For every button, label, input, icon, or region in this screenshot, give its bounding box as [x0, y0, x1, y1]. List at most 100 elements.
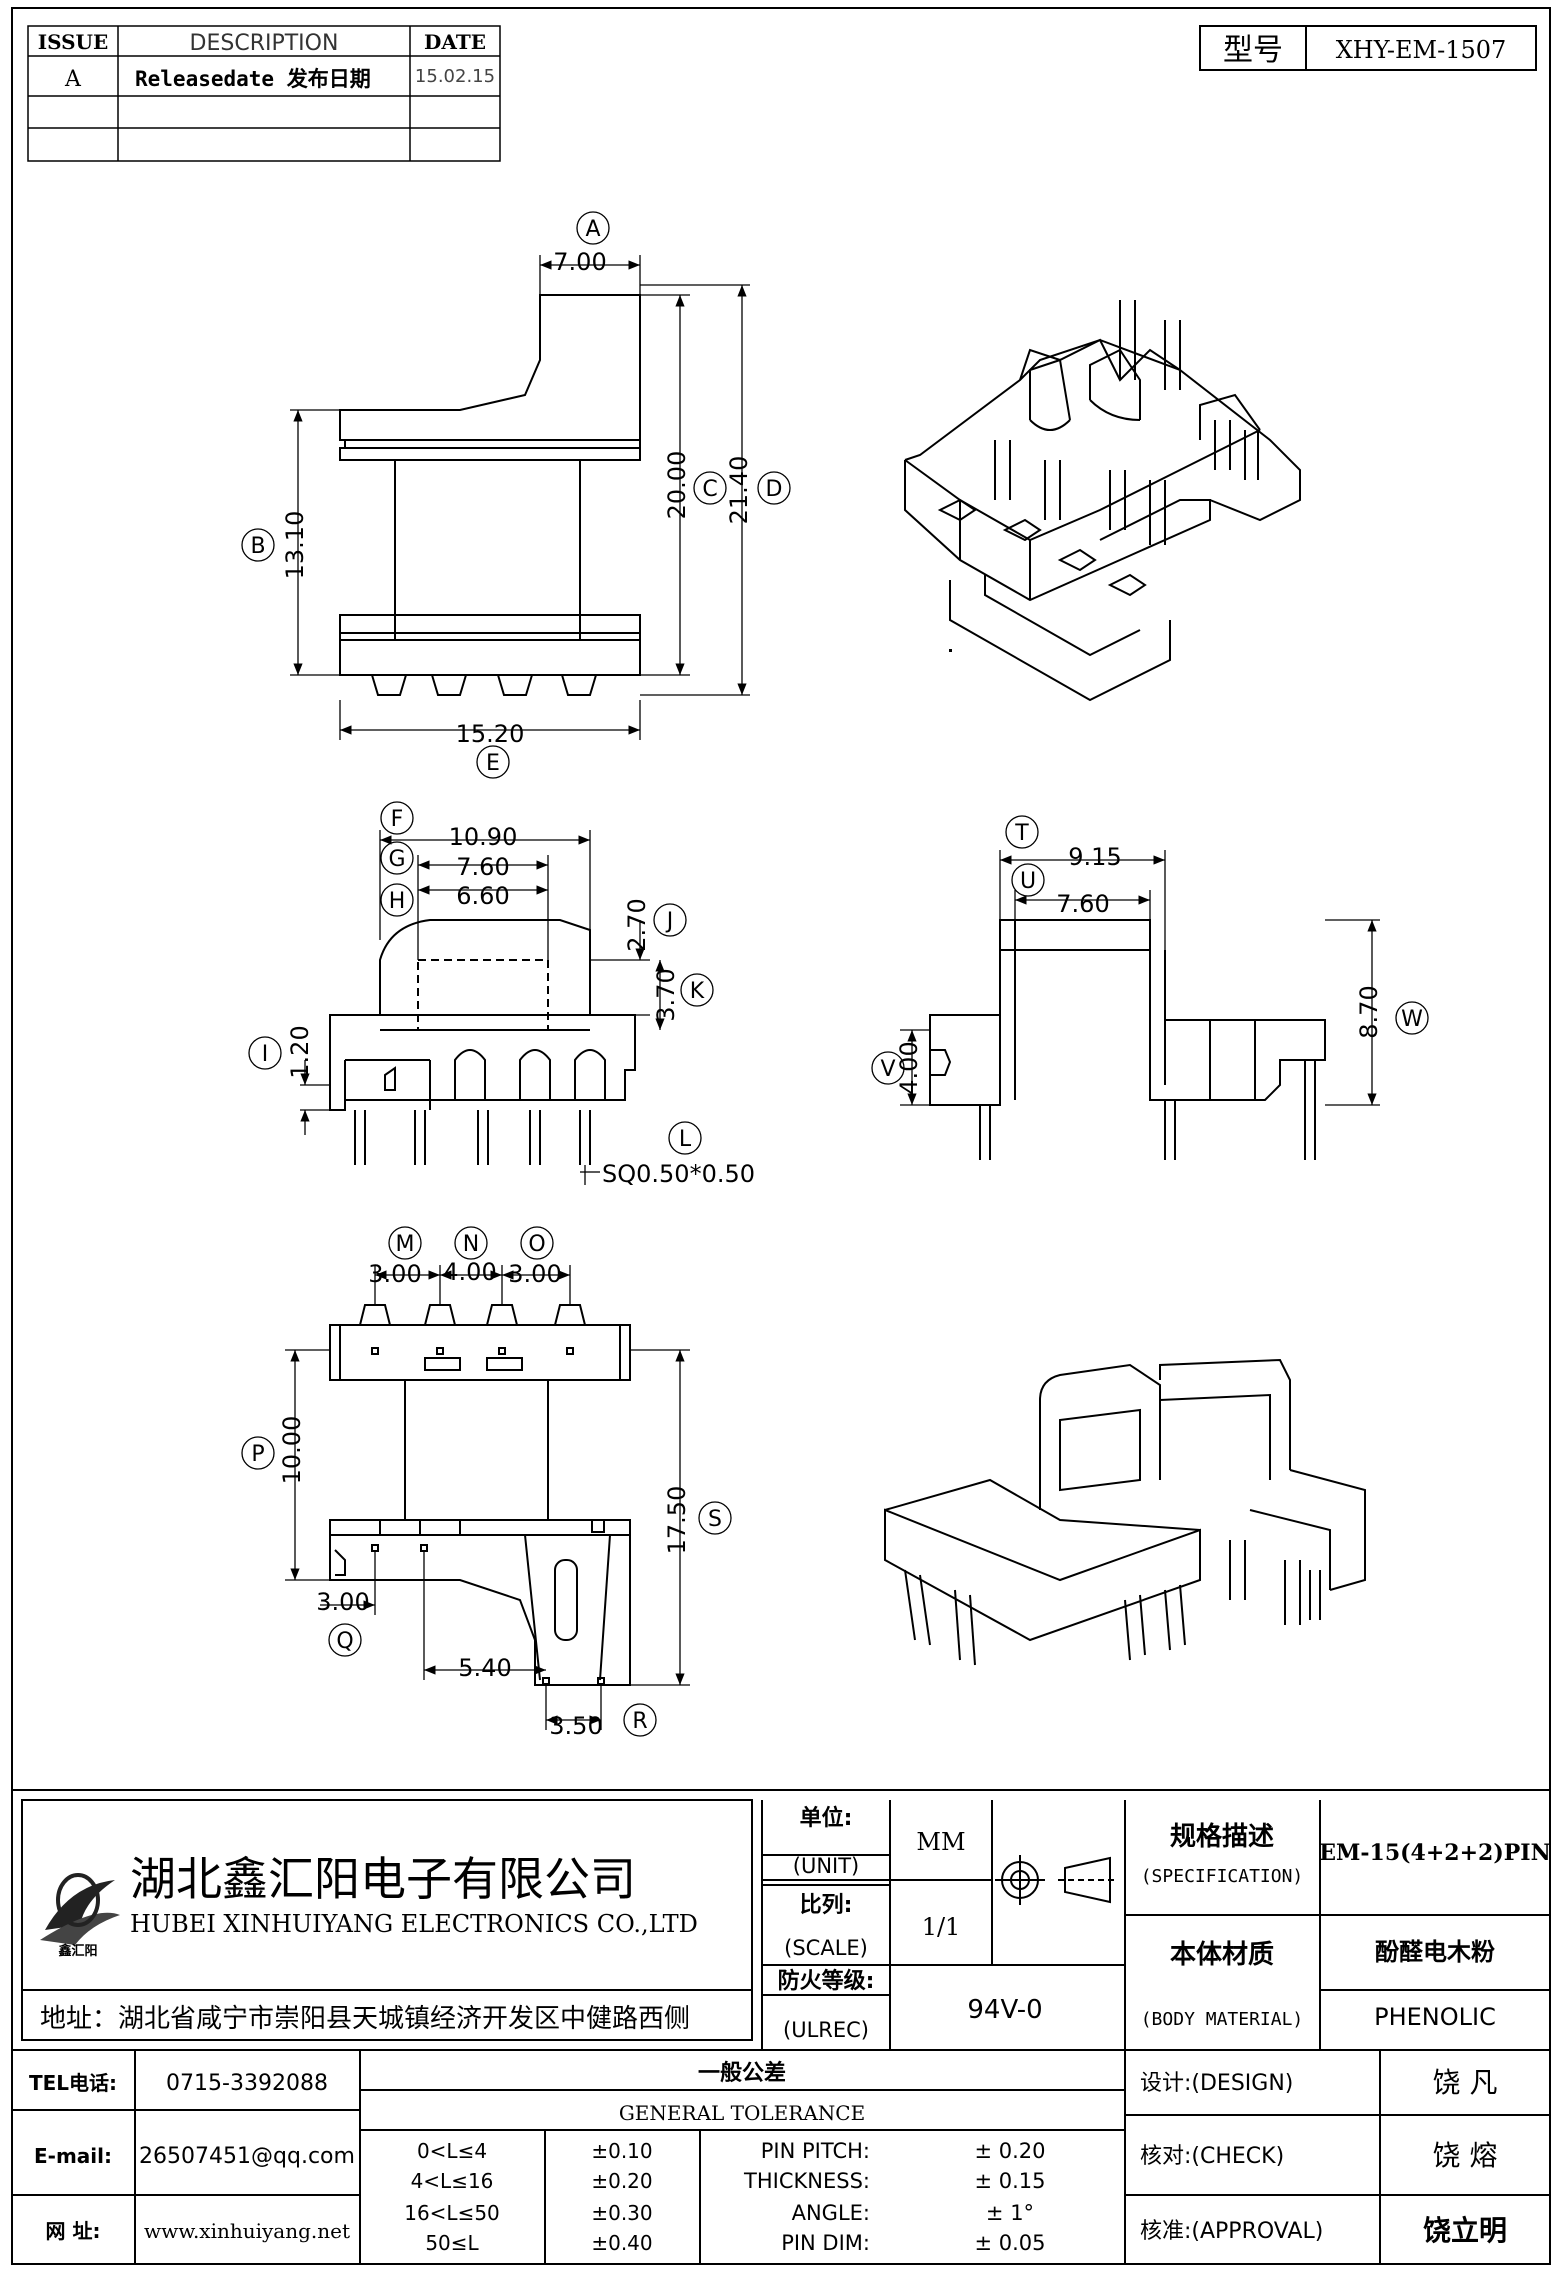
- dim-G: 7.60: [456, 853, 509, 881]
- side-view-dimensions: [248, 801, 714, 1185]
- isometric-view-top: [904, 300, 1301, 702]
- callout-D: D: [766, 477, 783, 502]
- callout-P: P: [251, 1442, 264, 1467]
- callout-N: N: [463, 1232, 479, 1257]
- callout-F: F: [391, 807, 404, 832]
- tolerance-param-name: PIN DIM:: [781, 2231, 870, 2255]
- front-view-dimensions: [241, 211, 791, 779]
- material-label-en: (BODY MATERIAL): [1141, 2009, 1304, 2030]
- callout-G: G: [388, 847, 405, 872]
- tolerance-value: ±0.30: [591, 2201, 652, 2225]
- spec-label: 规格描述: [1170, 1821, 1274, 1852]
- end-view: [929, 919, 1326, 1160]
- rev-row-date: 15.02.15: [415, 66, 495, 87]
- dim-V: 4.00: [895, 1041, 923, 1094]
- tolerance-param-name: PIN PITCH:: [761, 2139, 870, 2163]
- rev-header-date: DATE: [424, 30, 486, 54]
- rev-header-description: DESCRIPTION: [190, 31, 339, 56]
- design-value: 饶 凡: [1433, 2066, 1498, 2099]
- tolerance-title-cn: 一般公差: [698, 2060, 786, 2086]
- dim-O: 3.00: [508, 1260, 561, 1288]
- dim-E: 15.20: [456, 720, 525, 748]
- fire-label-en: (ULREC): [783, 2018, 869, 2042]
- dim-Q: 3.00: [316, 1588, 369, 1616]
- logo-text: 鑫汇阳: [57, 1943, 97, 1959]
- tolerance-value: ±0.40: [591, 2231, 652, 2255]
- tolerance-range: 50≤L: [425, 2231, 479, 2255]
- tolerance-param-value: ± 0.05: [974, 2231, 1045, 2255]
- callout-T: T: [1014, 821, 1029, 846]
- callout-B: B: [250, 534, 265, 559]
- callout-U: U: [1020, 869, 1036, 894]
- scale-value: 1/1: [922, 1913, 961, 1941]
- dim-A: 7.00: [553, 248, 606, 276]
- unit-label: 单位:: [800, 1805, 853, 1831]
- web-label: 网 址:: [46, 2219, 101, 2243]
- email-label: E-mail:: [34, 2144, 112, 2168]
- callout-A: A: [585, 217, 600, 242]
- company-address: 地址：湖北省咸宁市崇阳县天城镇经济开发区中健路西侧: [40, 2004, 690, 2034]
- material-value-cn: 酚醛电木粉: [1375, 1938, 1495, 1966]
- callout-J: J: [665, 909, 674, 934]
- dim-P: 10.00: [278, 1416, 306, 1485]
- tel-label: TEL电话:: [29, 2071, 117, 2095]
- sheet-border: [11, 7, 1551, 2265]
- front-view: [339, 294, 641, 696]
- fire-value: 94V-0: [967, 1995, 1042, 2025]
- tolerance-range: 4<L≤16: [411, 2169, 494, 2193]
- tolerance-ranges: 0<L≤4 ±0.10 4<L≤16 ±0.20 16<L≤50 ±0.30 5…: [404, 2139, 652, 2255]
- tolerance-range: 0<L≤4: [417, 2139, 487, 2163]
- tolerance-range: 16<L≤50: [404, 2201, 500, 2225]
- company-name-en: HUBEI XINHUIYANG ELECTRONICS CO.,LTD: [130, 1910, 698, 1938]
- tel-value: 0715-3392088: [166, 2071, 328, 2096]
- callout-E: E: [486, 751, 500, 776]
- dim-W: 8.70: [1355, 985, 1383, 1038]
- dim-N: 4.00: [443, 1258, 496, 1286]
- callout-W: W: [1401, 1007, 1423, 1032]
- bottom-view-dimensions: [241, 1226, 732, 1737]
- dim-U: 7.60: [1056, 890, 1109, 918]
- web-value: www.xinhuiyang.net: [144, 2219, 350, 2243]
- dim-K: 3.70: [652, 968, 680, 1021]
- tolerance-param-value: ± 1°: [986, 2201, 1034, 2225]
- tolerance-param-value: ± 0.15: [974, 2169, 1045, 2193]
- design-label: 设计:(DESIGN): [1140, 2071, 1293, 2096]
- dim-H: 6.60: [456, 882, 509, 910]
- dim-D: 21.40: [725, 456, 753, 525]
- dim-C: 20.00: [663, 451, 691, 520]
- model-label: 型号: [1223, 33, 1283, 68]
- callout-H: H: [389, 889, 406, 914]
- tolerance-param-name: ANGLE:: [792, 2201, 870, 2225]
- callout-C: C: [702, 477, 717, 502]
- approval-value: 饶立明: [1423, 2214, 1507, 2247]
- tolerance-title-en: GENERAL TOLERANCE: [619, 2101, 865, 2125]
- dim-B: 13.10: [281, 511, 309, 580]
- model-number: XHY-EM-1507: [1336, 36, 1507, 64]
- callout-R: R: [632, 1709, 647, 1734]
- unit-label-en: (UNIT): [793, 1854, 860, 1878]
- scale-label-en: (SCALE): [784, 1936, 868, 1960]
- unit-value: MM: [916, 1828, 965, 1856]
- tolerance-value: ±0.20: [591, 2169, 652, 2193]
- tolerance-param-value: ± 0.20: [974, 2139, 1045, 2163]
- callout-L: L: [679, 1127, 692, 1152]
- revision-table: [27, 25, 501, 162]
- callout-O: O: [528, 1232, 545, 1257]
- approval-label: 核准:(APPROVAL): [1140, 2219, 1323, 2244]
- dim-T: 9.15: [1068, 843, 1121, 871]
- title-block-grid: [12, 1789, 1550, 2264]
- rev-header-issue: ISSUE: [38, 30, 109, 54]
- spec-label-en: (SPECIFICATION): [1141, 1866, 1304, 1887]
- check-value: 饶 熔: [1433, 2139, 1498, 2172]
- projection-symbol-icon: [995, 1855, 1115, 1905]
- dim-M: 3.00: [368, 1260, 421, 1288]
- side-view: [329, 919, 636, 1165]
- tolerance-params: PIN PITCH: ± 0.20 THICKNESS: ± 0.15 ANGL…: [743, 2139, 1045, 2255]
- callout-M: M: [396, 1232, 415, 1257]
- dim-R: 3.50: [549, 1712, 602, 1740]
- isometric-view-bottom: [884, 1358, 1366, 1666]
- tolerance-value: ±0.10: [591, 2139, 652, 2163]
- fire-label: 防火等级:: [778, 1968, 875, 1994]
- callout-I: I: [262, 1042, 269, 1067]
